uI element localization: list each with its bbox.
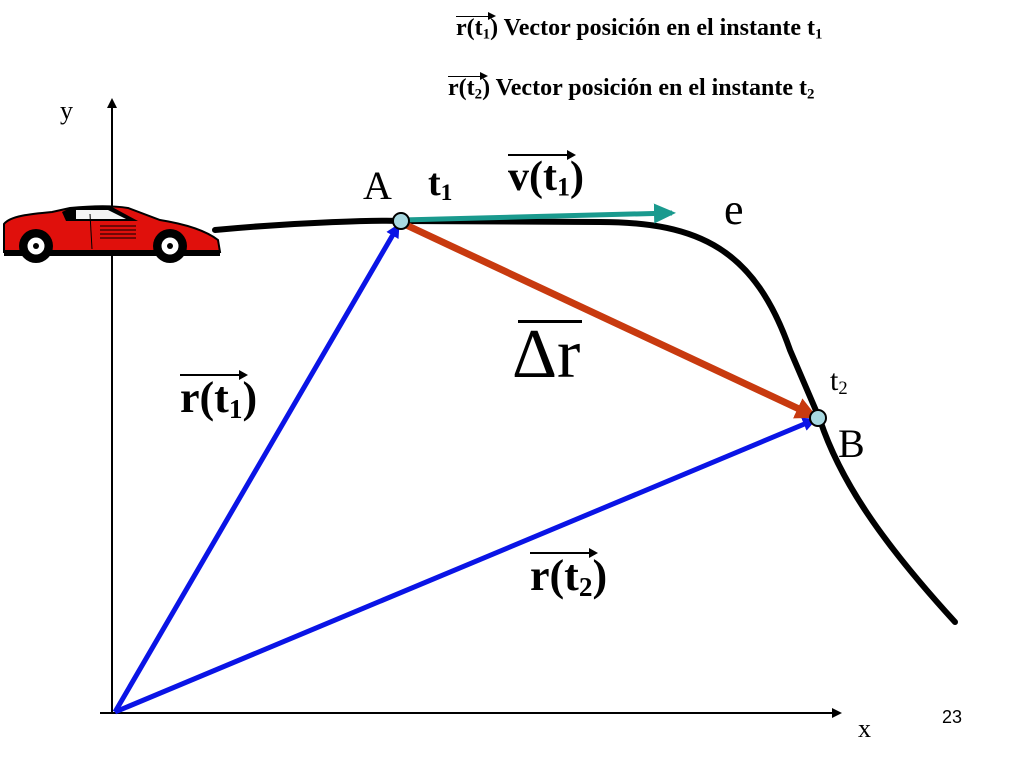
- r1-sym-text: r(t: [180, 373, 229, 422]
- r1-symbol: r(t1: [180, 370, 250, 423]
- r1-sub: 1: [228, 394, 243, 424]
- point-b-label: B: [838, 421, 865, 466]
- t2-text: t: [830, 364, 839, 397]
- t2-label: t2: [830, 364, 848, 400]
- point-b-marker: [809, 409, 827, 427]
- legend-r2-text-sub: 2: [806, 86, 815, 103]
- legend-r2-close: ): [482, 75, 491, 101]
- delta-r-symbol: Δr: [512, 316, 583, 393]
- trajectory-label: e: [724, 185, 744, 234]
- velocity-sub: 1: [556, 172, 570, 202]
- y-axis-label: y: [60, 96, 73, 125]
- legend-line-r2: r(t2) Vector posición en el instante t2: [448, 72, 815, 103]
- r2-sub: 2: [578, 572, 593, 602]
- legend-r2-symbol: r(t2: [448, 72, 489, 103]
- r2-sym-text: r(t: [530, 551, 579, 600]
- r1-close: ): [242, 373, 258, 422]
- legend-line-r1: r(t1) Vector posición en el instante t1: [456, 12, 823, 43]
- velocity-sym-text: v(t: [508, 154, 557, 200]
- position-vector-r2: [114, 417, 817, 715]
- t1-label: t1: [428, 162, 452, 205]
- legend-r1-symbol: r(t1: [456, 12, 497, 43]
- legend-r2-sym-text: r(t: [448, 75, 475, 101]
- legend-r1-sub: 1: [482, 26, 491, 43]
- legend-r1-text: Vector posición en el instante t: [498, 15, 815, 41]
- displacement-vector: [402, 220, 818, 420]
- velocity-vector: [401, 203, 676, 224]
- r2-symbol: r(t2: [530, 548, 600, 601]
- position-vector-r1: [112, 223, 401, 714]
- velocity-close: ): [570, 154, 584, 200]
- displacement-label: Δr: [512, 316, 583, 393]
- red-sports-car-icon: [3, 205, 222, 263]
- velocity-symbol: v(t1: [508, 150, 576, 200]
- t2-sub: 2: [838, 378, 848, 400]
- r1-label: r(t1): [180, 370, 258, 423]
- legend-r2-sub: 2: [474, 86, 483, 103]
- x-axis-label: x: [858, 714, 871, 743]
- t1-text: t: [428, 162, 441, 204]
- r2-close: ): [592, 551, 608, 600]
- trajectory-curve: [212, 217, 958, 625]
- point-a-label: A: [363, 163, 392, 208]
- point-a-marker: [392, 212, 410, 230]
- legend-r1-text-sub: 1: [814, 26, 823, 43]
- r2-label: r(t2): [530, 548, 608, 601]
- legend-r2-text: Vector posición en el instante t: [490, 75, 807, 101]
- page-number: 23: [942, 707, 963, 727]
- t1-sub: 1: [440, 180, 453, 207]
- velocity-label: v(t1): [508, 150, 584, 200]
- legend-r1-sym-text: r(t: [456, 15, 483, 41]
- legend-r1-close: ): [490, 15, 499, 41]
